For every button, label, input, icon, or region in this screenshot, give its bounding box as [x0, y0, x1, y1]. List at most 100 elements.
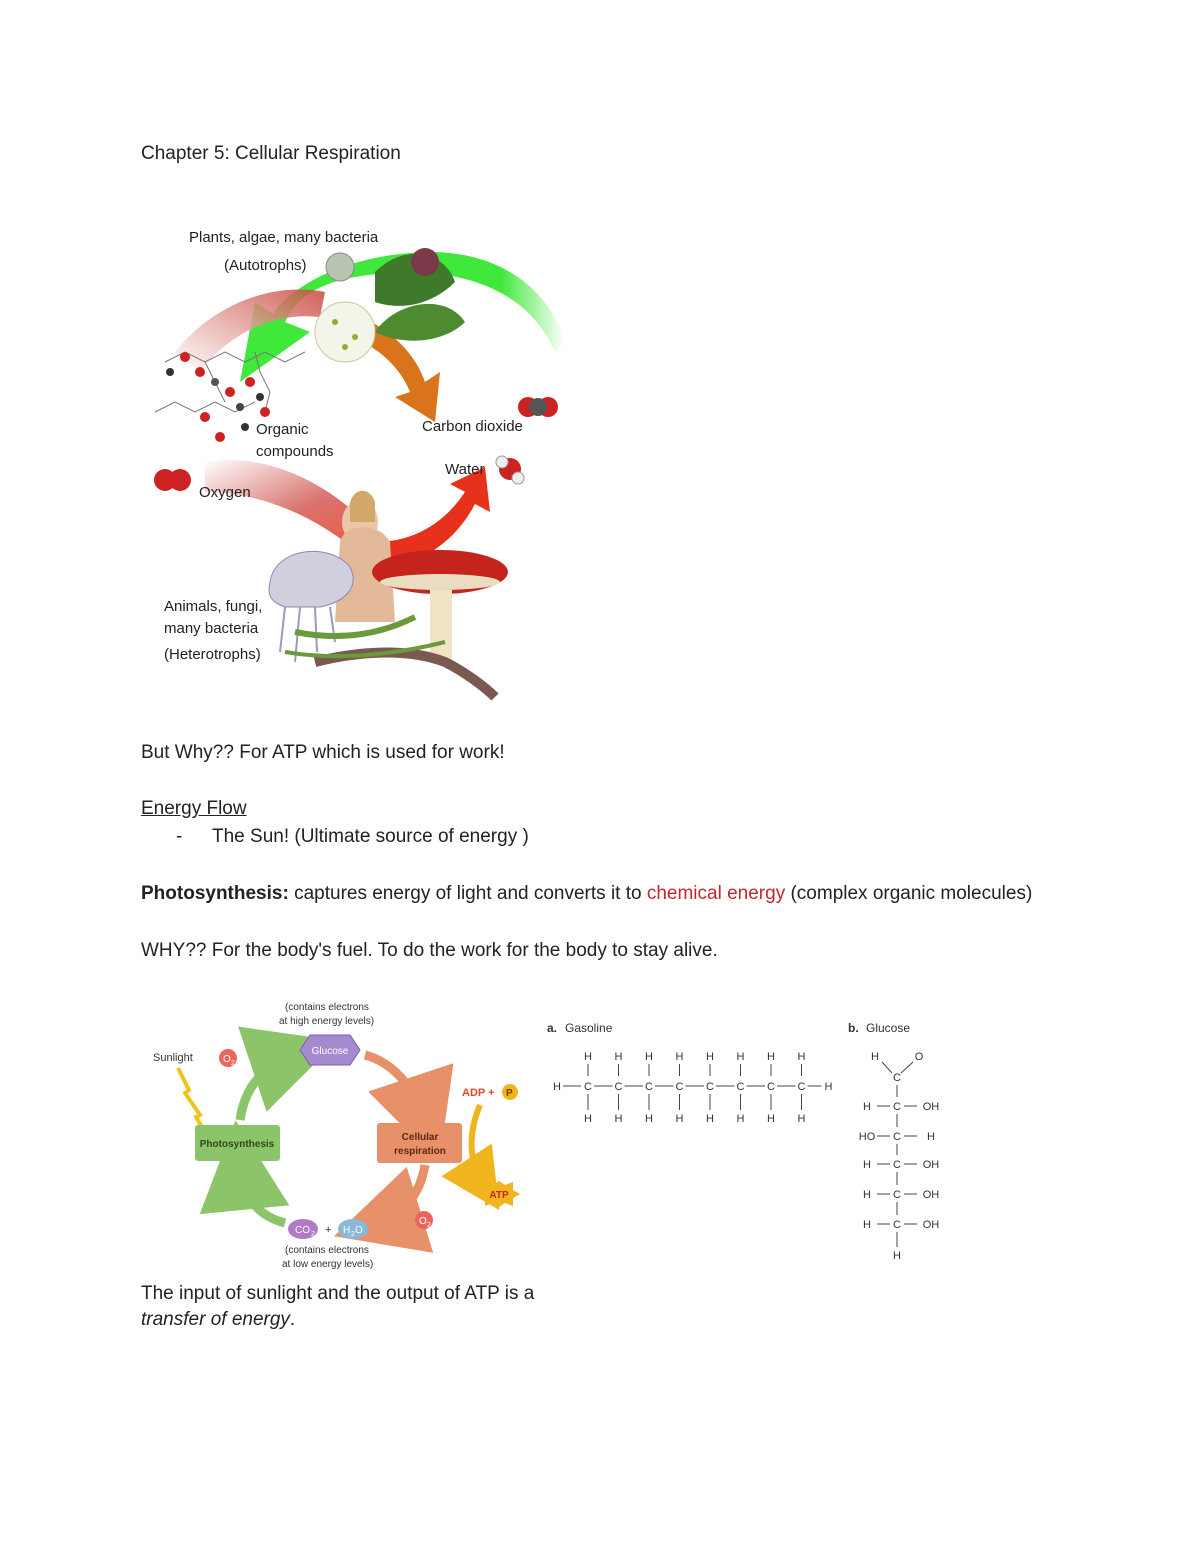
glucose-carbon: C [893, 1131, 901, 1143]
glucose-left-group: H [863, 1219, 871, 1231]
glucose-note-line2: at high energy levels) [279, 1016, 374, 1027]
sunlight-bolt [176, 1067, 209, 1137]
adp-atp-arc [441, 1103, 500, 1211]
adp-label: ADP + [462, 1087, 495, 1099]
h2o-bubble [338, 1219, 368, 1239]
gasoline-carbon: C [706, 1081, 714, 1093]
glucose-right-group: OH [923, 1219, 940, 1231]
gasoline-carbon: C [584, 1081, 592, 1093]
h2o-sub: 2 [351, 1231, 355, 1238]
oxygen-label: Oxygen [199, 484, 251, 501]
photo-to-glucose-arc [235, 1026, 338, 1121]
heterotrophs-label-line3: (Heterotrophs) [164, 646, 261, 663]
co2-to-photo-arc [199, 1120, 290, 1228]
o2-bottom-label: O [419, 1216, 427, 1227]
glucose-letter: b. [848, 1021, 859, 1035]
chemical-energy-highlight: chemical energy [646, 883, 786, 904]
glucose-label: Glucose [312, 1046, 349, 1057]
oxygen-molecule [154, 469, 191, 491]
green-arc-arrow [240, 252, 565, 382]
glucose-to-resp-arc [363, 1050, 454, 1163]
gasoline-h-top: H [645, 1051, 653, 1063]
co2-label: Carbon dioxide [422, 418, 523, 435]
red-upper-band [175, 289, 325, 372]
glucose-right-group: H [927, 1131, 935, 1143]
glucose-right-group: OH [923, 1159, 940, 1171]
photosynthesis-respiration-cycle-figure: Sunlight (contains electrons at high ene… [153, 1002, 520, 1270]
resp-box-label-line1: Cellular [402, 1132, 439, 1143]
glucose-o-aldehyde: O [915, 1051, 924, 1063]
gasoline-h-top: H [676, 1051, 684, 1063]
heterotroph-graphic [268, 490, 508, 701]
gasoline-letter: a. [547, 1021, 557, 1035]
o2-bottom-sub: 2 [427, 1222, 431, 1229]
glucose-left-group: H [863, 1101, 871, 1113]
atp-label: ATP [489, 1190, 509, 1201]
glucose-right-group: OH [923, 1101, 940, 1113]
photosynthesis-def-part2: (complex organic molecules) [785, 883, 1033, 904]
red-arrow [375, 467, 490, 567]
glucose-left-group: HO [859, 1131, 876, 1143]
water-molecule [495, 455, 525, 485]
gasoline-h-bottom: H [706, 1113, 714, 1125]
gasoline-h-top: H [706, 1051, 714, 1063]
o2-bubble-bottom [415, 1211, 433, 1229]
co2-bubble [288, 1219, 318, 1239]
glucose-carbon: C [893, 1072, 901, 1084]
organic-molecule-graphic [154, 351, 306, 413]
bond [900, 1061, 914, 1074]
glucose-carbon: C [893, 1159, 901, 1171]
transfer-line2: transfer of energy. [141, 1306, 295, 1333]
glucose-title: Glucose [866, 1021, 910, 1035]
gasoline-carbon: C [615, 1081, 623, 1093]
gasoline-h-bottom: H [676, 1113, 684, 1125]
energy-flow-heading: Energy Flow [141, 798, 247, 819]
organic-label-line1: Organic [256, 421, 309, 438]
gasoline-h-top: H [584, 1051, 592, 1063]
gasoline-carbon: C [798, 1081, 806, 1093]
heterotrophs-label-line2: many bacteria [164, 620, 259, 637]
autotroph-heterotroph-cycle-figure: Plants, algae, many bacteria (Autotrophs… [154, 229, 565, 701]
plus-sign: + [325, 1224, 331, 1236]
water-label: Water [445, 461, 484, 478]
co2-molecule [518, 397, 558, 417]
glucose-left-group: H [863, 1159, 871, 1171]
bullet-text: The Sun! (Ultimate source of energy ) [212, 826, 529, 847]
phosphate-label: P [506, 1088, 513, 1099]
low-note-line2: at low energy levels) [282, 1259, 373, 1270]
co2-label: CO [295, 1225, 310, 1236]
gasoline-h-right: H [825, 1081, 833, 1093]
resp-to-h2o-arc [333, 1164, 434, 1253]
o2-bubble-top [219, 1049, 237, 1067]
gasoline-carbon: C [676, 1081, 684, 1093]
glucose-hexagon [299, 1034, 361, 1066]
gasoline-carbon: C [767, 1081, 775, 1093]
organic-label-line2: compounds [256, 443, 334, 460]
why-fuel-line: WHY?? For the body's fuel. To do the wor… [141, 940, 718, 961]
why-atp-line: But Why?? For ATP which is used for work… [141, 742, 505, 763]
heterotrophs-label-line1: Animals, fungi, [164, 598, 262, 615]
gasoline-h-left: H [553, 1081, 561, 1093]
photosynthesis-box-label: Photosynthesis [200, 1139, 275, 1150]
autotrophs-label-line1: Plants, algae, many bacteria [189, 229, 379, 246]
red-lower-band [205, 460, 365, 542]
page-title: Chapter 5: Cellular Respiration [141, 143, 401, 164]
photosynthesis-term: Photosynthesis: [141, 883, 289, 904]
glucose-h-bottom: H [893, 1250, 901, 1262]
co2-sub: 2 [311, 1231, 315, 1238]
transfer-italic: transfer of energy [141, 1309, 290, 1330]
gasoline-h-bottom: H [615, 1113, 623, 1125]
gasoline-carbon: C [645, 1081, 653, 1093]
gasoline-h-bottom: H [737, 1113, 745, 1125]
glucose-right-group: OH [923, 1189, 940, 1201]
gasoline-h-top: H [737, 1051, 745, 1063]
bond [881, 1061, 893, 1074]
bullet-dash: - [176, 826, 183, 847]
atp-starburst [478, 1181, 520, 1207]
glucose-note-line1: (contains electrons [285, 1002, 369, 1013]
gasoline-carbon: C [737, 1081, 745, 1093]
gasoline-h-bottom: H [584, 1113, 592, 1125]
glucose-carbon: C [893, 1101, 901, 1113]
